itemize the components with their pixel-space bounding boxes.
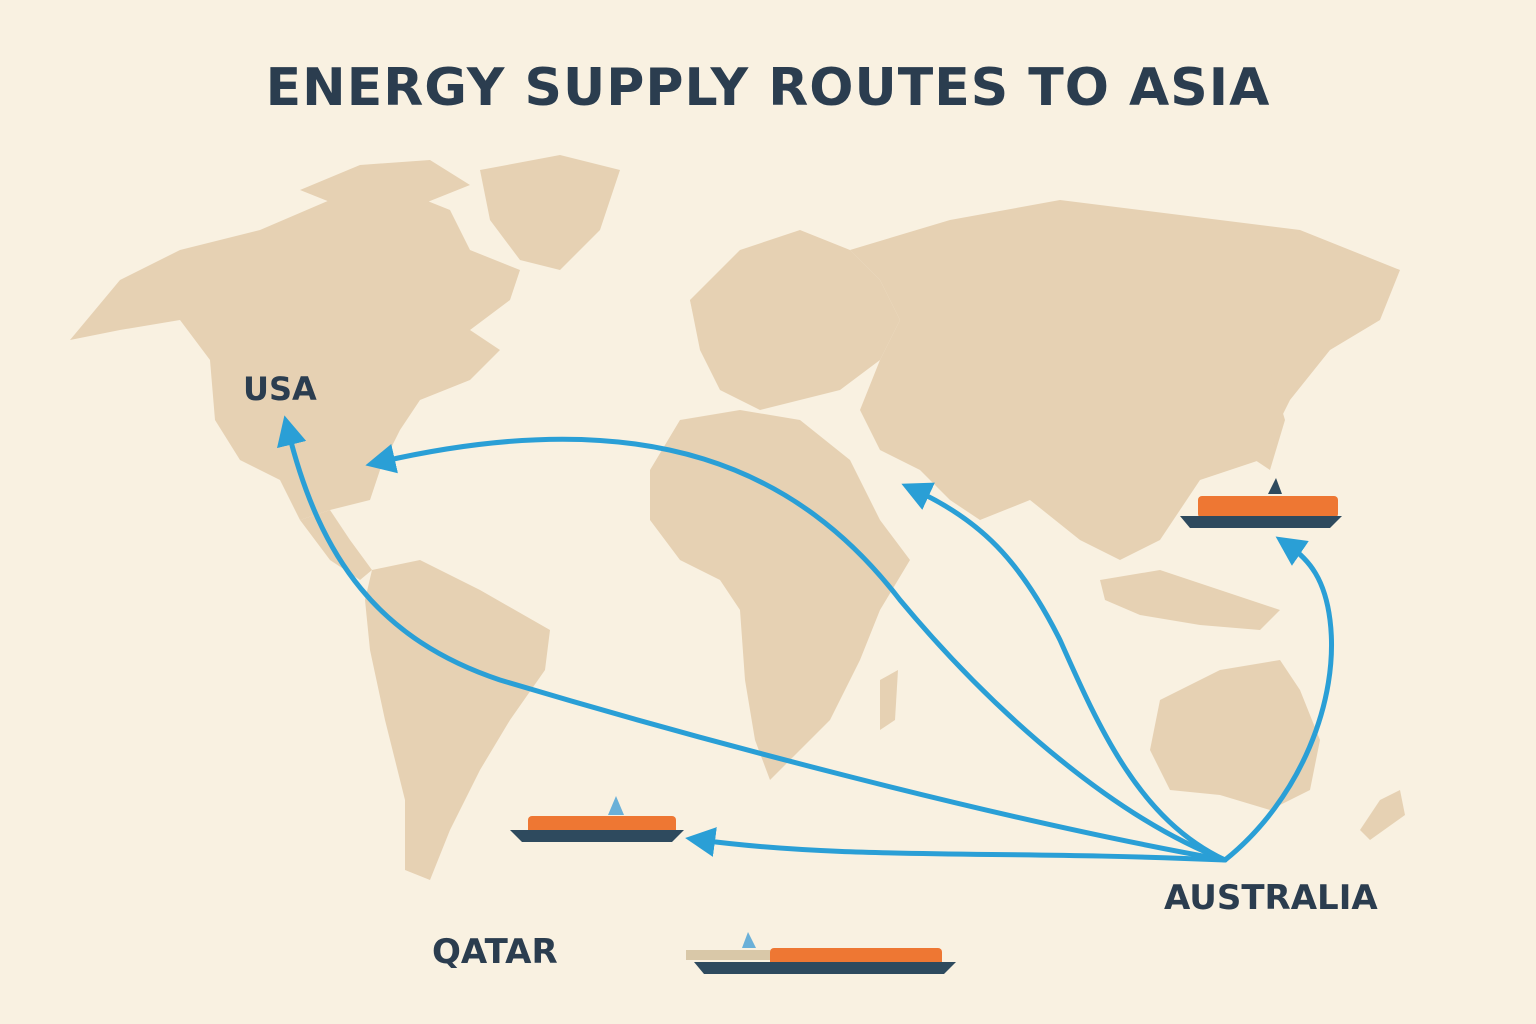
africa: [650, 410, 910, 780]
label-usa: USA: [243, 370, 317, 408]
uk: [690, 290, 720, 345]
new-zealand: [1360, 790, 1405, 840]
supply-routes: [277, 415, 1334, 863]
japan: [1250, 370, 1285, 470]
south-america: [365, 560, 550, 880]
label-qatar: QATAR: [432, 932, 558, 972]
australia-continent: [1150, 660, 1320, 810]
continents: [70, 155, 1405, 880]
route-australia-qatar: [685, 827, 1228, 863]
southeast-asia-islands: [1100, 570, 1280, 630]
madagascar: [880, 670, 898, 730]
route-australia-usa-east: [365, 436, 1228, 863]
greenland: [480, 155, 620, 270]
route-australia-middle-east: [901, 482, 1228, 863]
north-america: [70, 190, 520, 520]
europe: [690, 230, 900, 410]
lng-tanker-south: [686, 932, 956, 974]
arctic-islands: [300, 160, 470, 210]
asia: [850, 200, 1400, 560]
route-australia-east-asia: [1222, 536, 1334, 863]
lng-tanker-indian-ocean: [510, 796, 684, 842]
page-title: ENERGY SUPPLY ROUTES TO ASIA: [265, 58, 1271, 118]
route-australia-usa-west: [277, 415, 1228, 863]
label-australia: AUSTRALIA: [1164, 878, 1378, 918]
lng-tanker-east-asia: [1180, 478, 1342, 528]
central-america: [300, 510, 372, 580]
